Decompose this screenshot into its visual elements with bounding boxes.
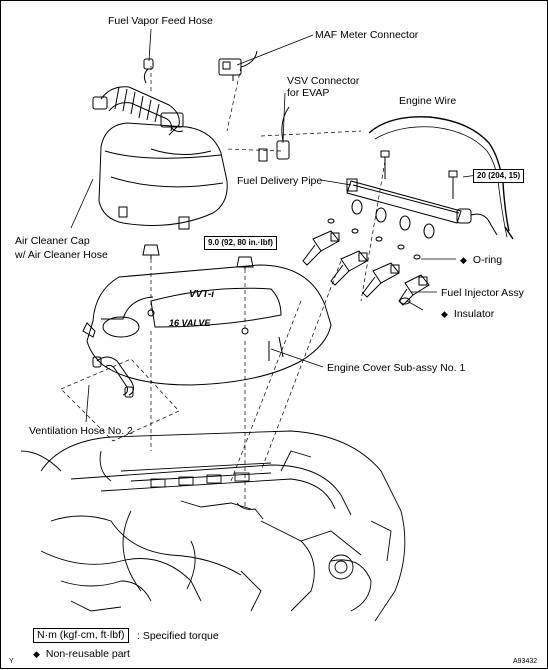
- legend-torque-unit-box: N·m (kgf·cm, ft·lbf): [33, 628, 129, 643]
- label-fuel-vapor-feed-hose: Fuel Vapor Feed Hose: [108, 15, 213, 27]
- cover-vvti-text: VVT-i: [189, 289, 215, 300]
- legend-non-reusable-text: Non-reusable part: [45, 648, 130, 660]
- cover-nuts: [142, 244, 254, 269]
- label-o-ring: ◆ O-ring: [460, 254, 502, 266]
- cover-valve-text: 16 VALVE: [169, 318, 211, 328]
- air-cleaner-cap-drawing: [98, 122, 228, 230]
- figure-code: A93432: [513, 658, 538, 665]
- fuel-injectors-drawing: [302, 230, 430, 306]
- label-engine-cover: Engine Cover Sub-assy No. 1: [327, 362, 466, 374]
- engine-cover-drawing: [82, 264, 332, 386]
- legend-torque-desc: : Specified torque: [137, 630, 219, 642]
- non-reusable-icon: ◆: [441, 309, 448, 319]
- label-air-cleaner-cap-line1: Air Cleaner Cap: [15, 235, 90, 247]
- engine-block-drawing: [20, 430, 406, 622]
- label-fuel-injector-assy: Fuel Injector Assy: [441, 287, 524, 299]
- label-fuel-delivery-pipe: Fuel Delivery Pipe: [237, 175, 323, 187]
- label-vsv-connector-line1: VSV Connector: [287, 75, 360, 87]
- non-reusable-icon: ◆: [33, 649, 40, 659]
- insulator-text: Insulator: [453, 308, 495, 320]
- corner-mark: Y: [9, 658, 14, 665]
- label-engine-wire: Engine Wire: [399, 95, 457, 107]
- delivery-pipe-bolts: [380, 150, 458, 199]
- ventilation-hose-drawing: [92, 356, 135, 398]
- label-air-cleaner-cap-line2: w/ Air Cleaner Hose: [15, 249, 108, 261]
- label-vsv-connector-line2: for EVAP: [287, 87, 330, 99]
- torque-callout-delivery-pipe: 20 (204, 15): [473, 169, 525, 183]
- label-ventilation-hose: Ventilation Hose No. 2: [29, 425, 133, 437]
- legend-non-reusable: ◆ Non-reusable part: [33, 648, 130, 660]
- maf-connector-drawing: [218, 50, 258, 81]
- fuel-delivery-pipe-drawing: [346, 178, 498, 239]
- o-rings-drawing: [327, 218, 421, 260]
- air-cleaner-hose-drawing: [92, 86, 184, 136]
- torque-callout-engine-cover: 9.0 (92, 80 in.·lbf): [204, 236, 277, 250]
- o-ring-text: O-ring: [472, 254, 503, 266]
- label-maf-meter-connector: MAF Meter Connector: [315, 29, 419, 41]
- label-insulator: ◆ Insulator: [441, 308, 494, 320]
- fuel-vapor-hose-drawing: [143, 58, 154, 84]
- non-reusable-icon: ◆: [460, 255, 467, 265]
- vsv-connector-drawing: [258, 106, 290, 162]
